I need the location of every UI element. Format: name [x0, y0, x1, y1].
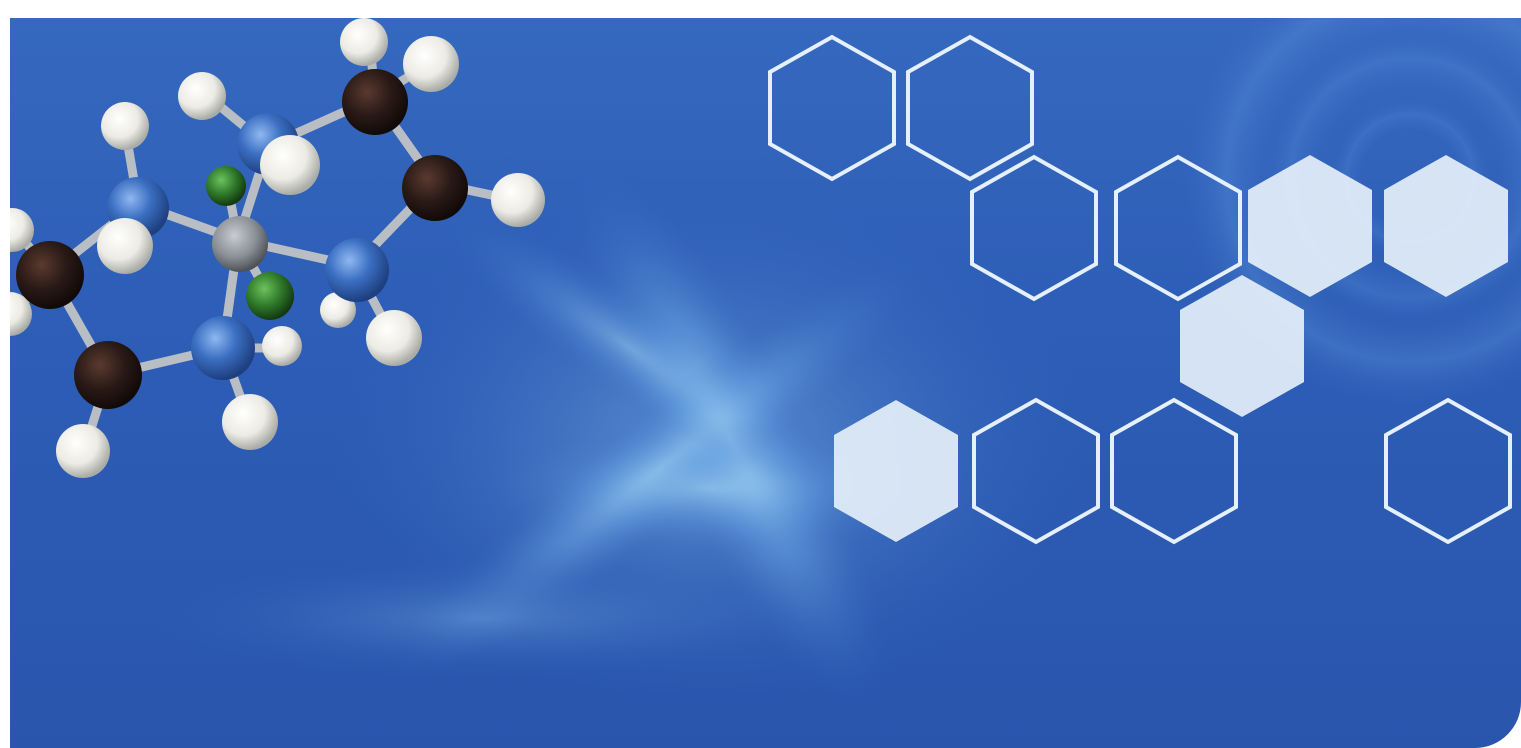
hydrogen-atom — [491, 173, 545, 227]
hydrogen-atom — [262, 326, 302, 366]
hydrogen-atom — [403, 36, 459, 92]
nitrogen-atom — [191, 316, 255, 380]
central-atom — [212, 216, 268, 272]
hydrogen-atom — [10, 208, 34, 252]
hydrogen-atom — [178, 72, 226, 120]
hexagon-outline — [906, 34, 1034, 182]
hydrogen-atom — [260, 135, 320, 195]
hydrogen-atom — [340, 18, 388, 66]
hydrogen-atom — [366, 310, 422, 366]
nitrogen-atom — [325, 238, 389, 302]
hexagon-outline — [768, 34, 896, 182]
molecule-model — [10, 18, 545, 478]
hexagon-pattern — [768, 34, 1512, 545]
hexagon-outline — [1384, 397, 1512, 545]
hexagon-filled — [1248, 155, 1372, 297]
chlorine-atom — [206, 166, 246, 206]
hexagon-outline — [1114, 154, 1242, 302]
hexagon-outline — [970, 154, 1098, 302]
hydrogen-atom — [97, 218, 153, 274]
carbon-atom — [74, 341, 142, 409]
hydrogen-atom — [101, 102, 149, 150]
carbon-atom — [342, 69, 408, 135]
hexagon-filled — [1384, 155, 1508, 297]
chlorine-atom — [246, 272, 294, 320]
background-glow — [150, 170, 1090, 708]
hydrogen-atom — [56, 424, 110, 478]
hydrogen-atom — [320, 292, 356, 328]
hexagon-outline — [972, 397, 1100, 545]
hexagon-filled — [834, 400, 958, 542]
carbon-atom — [16, 241, 84, 309]
hexagon-outline — [1110, 397, 1238, 545]
hexagon-filled-group — [834, 155, 1508, 542]
carbon-atom — [402, 155, 468, 221]
banner-graphic — [10, 18, 1521, 708]
blue-banner — [10, 18, 1521, 748]
hexagon-filled — [1180, 275, 1304, 417]
hydrogen-atom — [10, 292, 32, 336]
hydrogen-atom — [222, 394, 278, 450]
